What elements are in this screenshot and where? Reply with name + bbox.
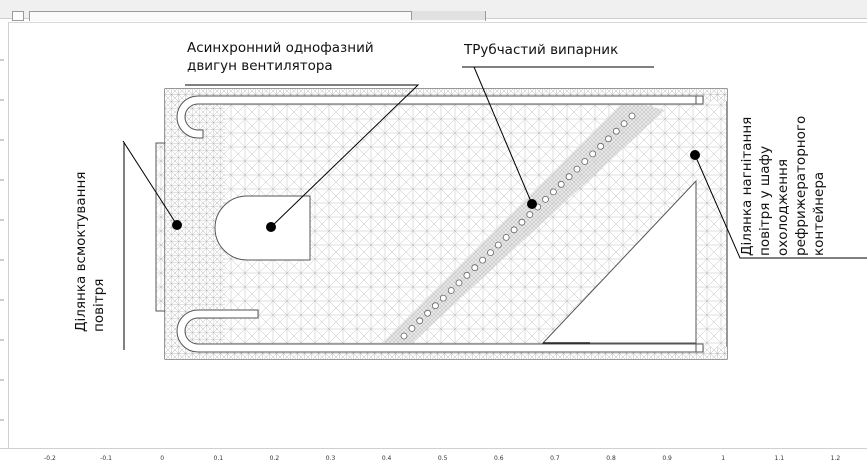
evaporator-label-text: ТРубчастий випарник bbox=[464, 42, 619, 58]
window-toolbar bbox=[0, 0, 867, 21]
evaporator-tube bbox=[612, 127, 620, 135]
evaporator-tube bbox=[597, 142, 604, 150]
x-tick-label: 0.6 bbox=[494, 455, 504, 462]
x-tick-label: 0 bbox=[160, 455, 165, 462]
evaporator-tube bbox=[628, 112, 636, 120]
evaporator-tube bbox=[408, 324, 416, 332]
evaporator-tube bbox=[550, 188, 557, 196]
motor-label-line-1: Асинхронний однофазний bbox=[187, 40, 374, 56]
evaporator-tube bbox=[447, 287, 455, 294]
evaporator-tube bbox=[589, 150, 597, 158]
left-ruler-ticks bbox=[0, 59, 4, 421]
discharge-label: Ділянка нагнітання повітря у шафу охолод… bbox=[738, 116, 828, 256]
toolbar-button[interactable] bbox=[12, 11, 24, 21]
intake-leader bbox=[122, 140, 178, 226]
evaporator-tube bbox=[518, 218, 526, 226]
x-axis: -0.2 -0.1 0 0.1 0.2 0.3 0.4 0.5 0.6 0.7 0.8 0.9 1 1.1… bbox=[0, 448, 867, 471]
evaporator-tube bbox=[565, 173, 573, 181]
x-tick-label: 0.5 bbox=[437, 455, 448, 462]
horizontal-scroll-thumb[interactable] bbox=[411, 11, 485, 20]
evaporator-tube bbox=[620, 120, 628, 127]
evaporator-tube bbox=[424, 309, 432, 317]
evaporator-tube bbox=[479, 256, 487, 264]
evaporator-tube bbox=[542, 195, 549, 203]
evaporator-tube bbox=[431, 302, 439, 310]
evaporator-tube bbox=[416, 317, 424, 325]
left-ruler bbox=[0, 22, 9, 448]
evaporator-leader bbox=[473, 66, 533, 205]
evaporator-tube bbox=[463, 271, 471, 279]
discharge-label-line-4: рефрижераторного bbox=[793, 115, 809, 256]
intake-label-line-2: повітря bbox=[91, 278, 107, 332]
evaporator-tube bbox=[439, 294, 447, 302]
motor-leader bbox=[185, 84, 420, 228]
evaporator-tube bbox=[526, 211, 534, 219]
upper-duct-end bbox=[695, 95, 704, 105]
lower-duct bbox=[176, 309, 701, 353]
evaporator-tube bbox=[494, 241, 502, 249]
x-tick-label: 1.2 bbox=[830, 455, 841, 462]
discharge-label-line-1: Ділянка нагнітання bbox=[739, 116, 755, 256]
discharge-label-line-2: повітря у шафу bbox=[757, 145, 773, 256]
evaporator-label: ТРубчастий випарник bbox=[464, 41, 618, 59]
lower-duct-end bbox=[695, 343, 704, 353]
x-tick-label: -0.1 bbox=[100, 455, 112, 462]
x-tick-label: -0.2 bbox=[44, 455, 56, 462]
x-tick-label: 0.2 bbox=[269, 455, 280, 462]
discharge-label-line-5: контейнера bbox=[811, 171, 827, 256]
evaporator-tube bbox=[455, 279, 463, 287]
discharge-deflector bbox=[541, 179, 697, 344]
x-tick-label: 0.9 bbox=[662, 455, 672, 462]
x-tick-label: 0.8 bbox=[606, 455, 616, 462]
evaporator-tube bbox=[471, 264, 479, 272]
fan-motor-body bbox=[214, 195, 311, 261]
intake-label: Ділянка всмоктування повітря bbox=[72, 172, 108, 332]
evaporator-tube bbox=[510, 226, 518, 234]
discharge-leader bbox=[694, 154, 867, 259]
evaporator-tube bbox=[573, 165, 581, 173]
discharge-label-line-3: охолодження bbox=[775, 159, 791, 256]
upper-duct bbox=[176, 95, 701, 139]
x-tick-label: 0.4 bbox=[381, 455, 392, 462]
horizontal-scroll-track[interactable] bbox=[29, 11, 486, 21]
motor-label: Асинхронний однофазний двигун вентилятор… bbox=[187, 39, 374, 75]
intake-label-line-1: Ділянка всмоктування bbox=[73, 171, 89, 332]
evaporator-tube bbox=[487, 249, 494, 257]
evaporator-tube bbox=[605, 135, 612, 143]
x-tick-label: 0.1 bbox=[213, 455, 224, 462]
evaporator-tubes bbox=[400, 112, 636, 340]
intake-flange bbox=[155, 142, 166, 312]
motor-label-line-2: двигун вентилятора bbox=[187, 58, 333, 74]
x-tick-label: 1.1 bbox=[774, 455, 785, 462]
x-tick-label: 0.3 bbox=[325, 455, 336, 462]
evaporator-tube bbox=[581, 158, 589, 165]
x-tick-label: 1 bbox=[721, 455, 726, 462]
evaporator-tube bbox=[502, 233, 510, 241]
evaporator-tube bbox=[557, 180, 565, 188]
evaporator-tube bbox=[400, 332, 408, 340]
x-tick-label: 0.7 bbox=[550, 455, 560, 462]
